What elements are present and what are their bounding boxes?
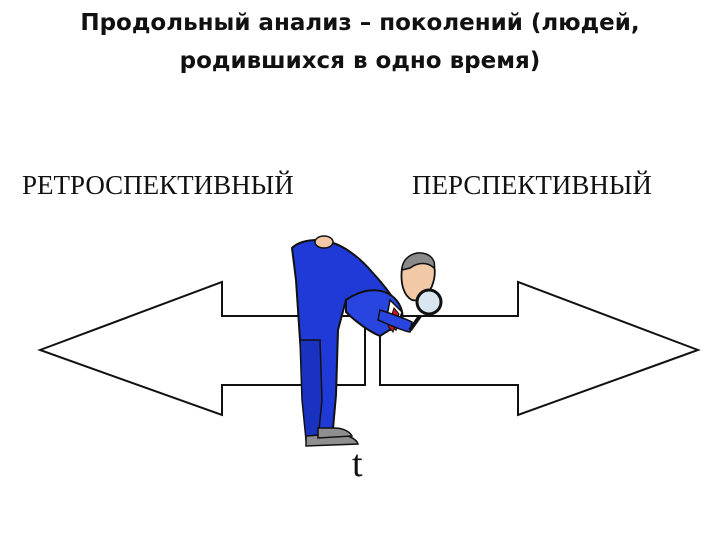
time-axis-label: t xyxy=(352,443,363,485)
prospective-label: ПЕРСПЕКТИВНЫЙ xyxy=(412,170,652,200)
title-line-2: родившихся в одно время) xyxy=(179,48,541,74)
right-arrow xyxy=(379,280,701,417)
man-with-magnifying-glass-icon xyxy=(290,235,443,447)
retrospective-label: РЕТРОСПЕКТИВНЫЙ xyxy=(22,170,294,200)
title-line-1: Продольный анализ – поколений (людей, xyxy=(80,10,640,36)
left-arrow xyxy=(37,280,366,417)
slide-title: Продольный анализ – поколений (людей, ро… xyxy=(0,4,720,80)
